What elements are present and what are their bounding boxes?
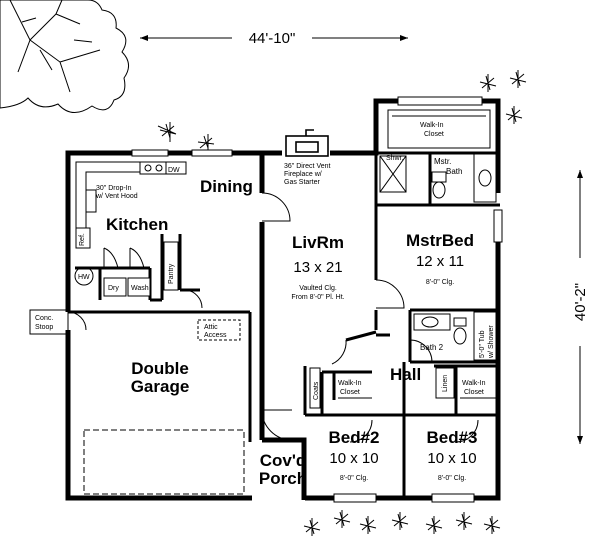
garage-door bbox=[83, 429, 245, 495]
walkin-closet-top-label-1: Walk-In bbox=[420, 122, 444, 129]
washer-label: Wash bbox=[131, 285, 149, 292]
windows bbox=[131, 96, 503, 503]
bath2-fixtures bbox=[413, 311, 499, 361]
porch-label-1: Cov'd bbox=[260, 451, 307, 470]
water-heater-icon bbox=[74, 266, 94, 286]
porch-label-2: Porch bbox=[259, 469, 307, 488]
bath2-label: Bath 2 bbox=[420, 343, 444, 352]
tree-canopy-icon bbox=[0, 0, 129, 113]
attic-label-1: Attic bbox=[204, 324, 218, 331]
closet-shelves bbox=[309, 367, 496, 409]
master-bed-size: 12 x 11 bbox=[416, 253, 464, 270]
master-bath-label-1: Mstr. bbox=[434, 157, 451, 166]
dryer-label: Dry bbox=[108, 285, 119, 292]
bed2-ceiling: 8'-0" Clg. bbox=[340, 475, 368, 482]
attic-label-2: Access bbox=[204, 332, 227, 339]
kitchen-label: Kitchen bbox=[106, 215, 168, 234]
living-room-note-2: From 8'-0" Pl. Ht. bbox=[291, 294, 344, 301]
bed3-label: Bed#3 bbox=[426, 428, 477, 447]
stoop-slab bbox=[29, 309, 69, 335]
bed3-size: 10 x 10 bbox=[427, 450, 476, 467]
fireplace-label-1: 36" Direct Vent bbox=[284, 163, 331, 170]
walkin-closet-top-label-2: Closet bbox=[424, 131, 444, 138]
depth-label: 40'-2" bbox=[572, 283, 589, 321]
tub-label-1: 5'-0" Tub bbox=[479, 330, 486, 358]
master-bath-label-2: Bath bbox=[446, 167, 462, 176]
vent-hood-label: w/ Vent Hood bbox=[95, 193, 138, 200]
pantry bbox=[163, 241, 179, 291]
stoop-label-2: Stoop bbox=[35, 324, 53, 331]
shower-label: Shwr. bbox=[386, 155, 404, 162]
depth-dimension: 40'-2" bbox=[572, 170, 589, 444]
shrub-icon bbox=[157, 70, 527, 536]
hall-label: Hall bbox=[390, 365, 421, 384]
kitchen-counter bbox=[75, 161, 187, 269]
master-bath-fixtures bbox=[379, 109, 497, 203]
linen-label: Linen bbox=[442, 375, 449, 392]
water-heater-label: HW bbox=[78, 274, 90, 281]
living-room-size: 13 x 21 bbox=[293, 259, 342, 276]
fireplace-label-3: Gas Starter bbox=[284, 179, 320, 186]
laundry-appliances bbox=[103, 277, 151, 297]
bed2-size: 10 x 10 bbox=[329, 450, 378, 467]
stoop-label-1: Conc. bbox=[35, 315, 53, 322]
coats-label: Coats bbox=[313, 381, 320, 400]
master-bed-label: MstrBed bbox=[406, 231, 474, 250]
fireplace-label-2: Fireplace w/ bbox=[284, 171, 322, 178]
bed2-closet-label-2: Closet bbox=[340, 389, 360, 396]
living-room-label: LivRm bbox=[292, 233, 344, 252]
drop-in-label: 30" Drop-In bbox=[96, 185, 132, 192]
garage-label-2: Garage bbox=[131, 377, 190, 396]
living-room-note-1: Vaulted Clg. bbox=[299, 285, 337, 292]
bed3-ceiling: 8'-0" Clg. bbox=[438, 475, 466, 482]
dining-label: Dining bbox=[200, 177, 253, 196]
master-bed-ceiling: 8'-0" Clg. bbox=[426, 279, 454, 286]
pantry-label: Pantry bbox=[168, 263, 175, 284]
ref-label: Ref. bbox=[79, 233, 86, 246]
tub-label-2: w/ Shower bbox=[488, 325, 495, 359]
width-label: 44'-10" bbox=[249, 30, 296, 47]
bed3-closet-label-2: Closet bbox=[464, 389, 484, 396]
attic-access bbox=[197, 319, 241, 341]
fireplace-icon bbox=[285, 129, 329, 157]
width-dimension: 44'-10" bbox=[140, 30, 408, 47]
dishwasher-label: DW bbox=[168, 167, 180, 174]
bed2-label: Bed#2 bbox=[328, 428, 379, 447]
bed2-closet-label-1: Walk-In bbox=[338, 380, 362, 387]
bed3-closet-label-1: Walk-In bbox=[462, 380, 486, 387]
doors bbox=[67, 192, 479, 443]
garage-label-1: Double bbox=[131, 359, 189, 378]
